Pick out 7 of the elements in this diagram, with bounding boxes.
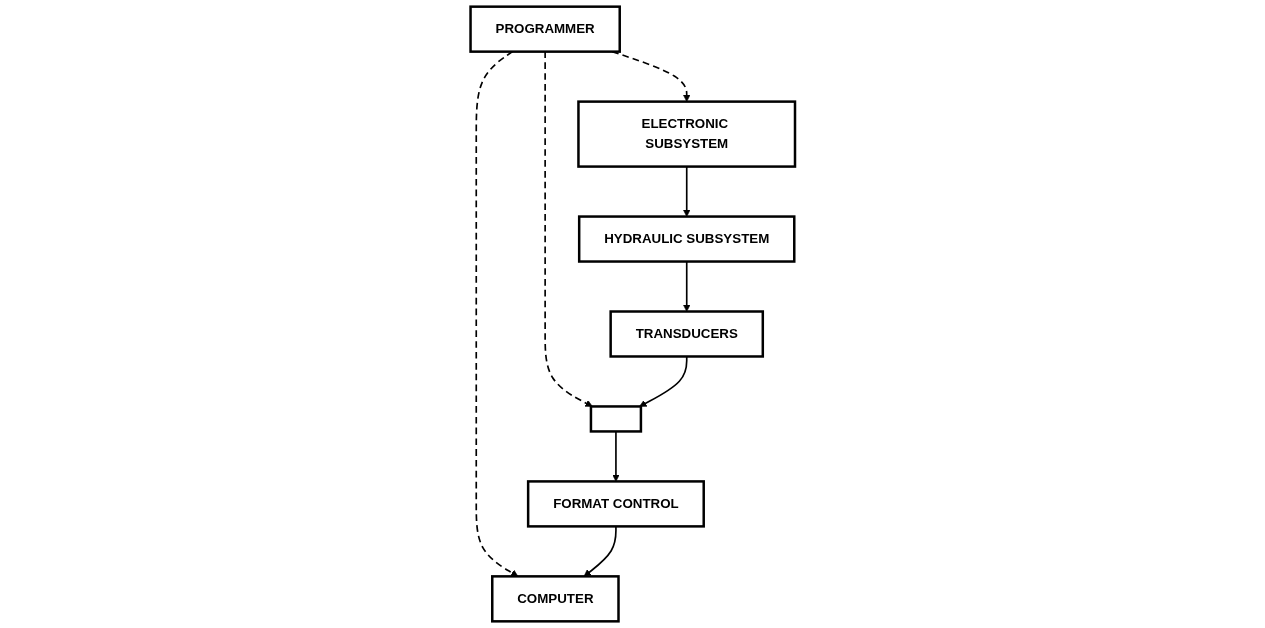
node-box: FORMAT CONTROL	[526, 480, 705, 528]
node-box: HYDRAULIC SUBSYSTEM	[577, 215, 796, 263]
node-box: PROGRAMMER	[469, 5, 621, 53]
node-box: COMPUTER	[490, 575, 620, 623]
node-box: TRANSDUCERS	[609, 310, 764, 358]
node-box	[589, 405, 642, 433]
node-box: ELECTRONIC SUBSYSTEM	[576, 100, 796, 168]
